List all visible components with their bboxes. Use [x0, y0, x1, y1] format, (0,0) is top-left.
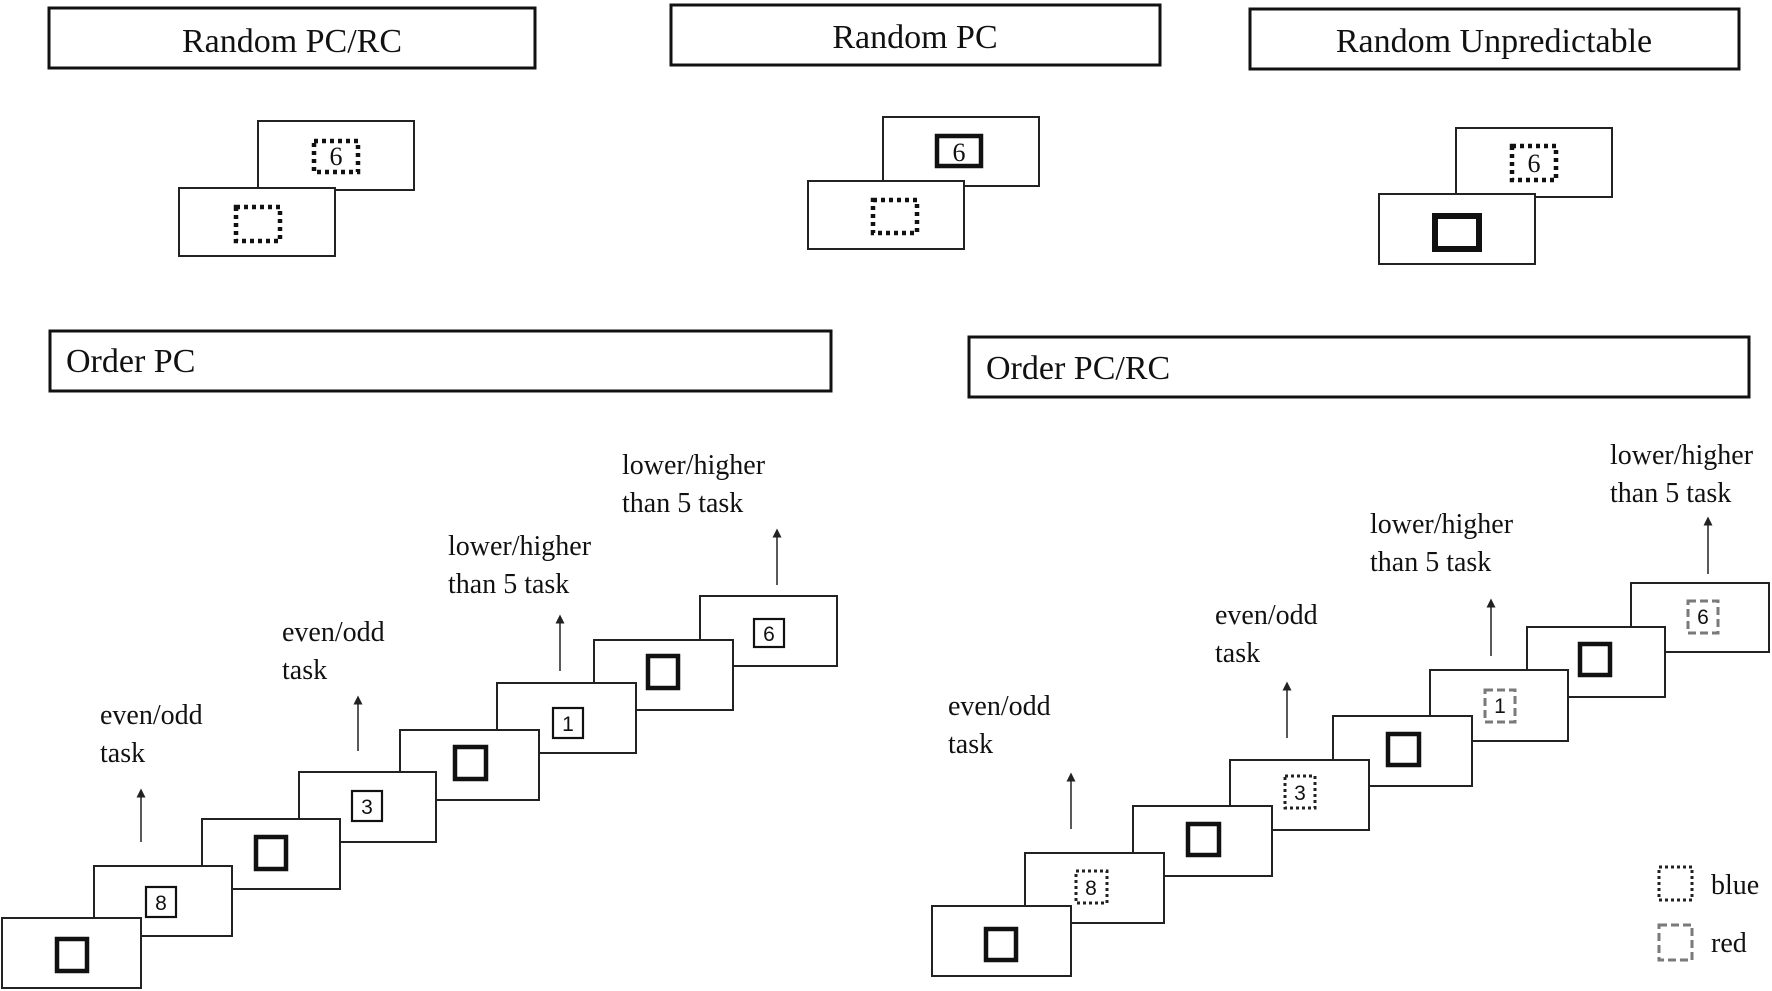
digit-8: 8	[1085, 877, 1097, 900]
order-pc-task-labels: even/odd task even/odd task lower/higher…	[100, 450, 782, 842]
header-random-pc-rc-label: Random PC/RC	[182, 23, 402, 60]
legend-red-label: red	[1711, 928, 1747, 959]
random-unpredictable-illustration: 6	[1378, 127, 1613, 265]
legend-red-swatch	[1657, 923, 1694, 962]
task-label: lower/higher	[448, 531, 592, 562]
header-order-pc-rc: Order PC/RC	[967, 335, 1751, 399]
order-pc-sequence: 6 1 3 8	[1, 595, 838, 989]
header-random-pc-rc: Random PC/RC	[47, 6, 537, 70]
screen-frame	[178, 187, 336, 257]
digit-8: 8	[155, 892, 167, 915]
digit-1: 1	[1494, 695, 1506, 718]
digit-3: 3	[1294, 782, 1306, 805]
task-label: even/odd	[948, 691, 1051, 722]
blue-dotted-frame	[1509, 143, 1559, 183]
legend: blue red	[1657, 865, 1759, 962]
digit-6: 6	[763, 623, 775, 646]
screen-frame	[807, 180, 965, 250]
task-label: task	[282, 655, 327, 686]
header-random-unpredictable-label: Random Unpredictable	[1336, 23, 1652, 60]
screen-frame	[1378, 193, 1536, 265]
random-pc-illustration: 6	[807, 116, 1040, 250]
header-order-pc-label: Order PC	[66, 343, 195, 380]
random-pc-rc-illustration: 6	[178, 120, 415, 257]
task-label: lower/higher	[1610, 440, 1754, 471]
task-label: task	[948, 729, 993, 760]
order-pc-rc-sequence: 6 1 3 8	[931, 582, 1770, 977]
task-label: even/odd	[1215, 600, 1318, 631]
task-label: even/odd	[282, 617, 385, 648]
digit-6: 6	[1528, 149, 1541, 178]
digit-6: 6	[1697, 606, 1709, 629]
task-label: than 5 task	[1370, 547, 1491, 578]
blue-dotted-frame	[311, 138, 361, 175]
digit-6: 6	[330, 142, 343, 171]
digit-1: 1	[562, 713, 574, 736]
order-pc-rc-task-labels: even/odd task even/odd task lower/higher…	[948, 440, 1754, 829]
task-label: task	[1215, 638, 1260, 669]
header-random-pc-label: Random PC	[832, 19, 997, 56]
header-random-pc: Random PC	[669, 3, 1162, 67]
digit-3: 3	[361, 796, 373, 819]
header-order-pc-rc-label: Order PC/RC	[986, 350, 1170, 387]
screen-frame	[257, 120, 415, 191]
digit-6: 6	[953, 138, 966, 167]
header-random-unpredictable: Random Unpredictable	[1248, 7, 1741, 71]
task-label: task	[100, 738, 145, 769]
legend-blue-swatch	[1657, 865, 1694, 902]
task-label: lower/higher	[622, 450, 766, 481]
solid-frame	[934, 133, 984, 169]
blue-dotted-frame	[870, 197, 920, 236]
task-label: even/odd	[100, 700, 203, 731]
task-label: than 5 task	[622, 488, 743, 519]
solid-frame	[1432, 213, 1482, 252]
blue-dotted-frame	[233, 204, 283, 244]
legend-blue-label: blue	[1711, 870, 1759, 901]
screen-frame	[1455, 127, 1613, 198]
header-order-pc: Order PC	[48, 329, 833, 393]
task-label: lower/higher	[1370, 509, 1514, 540]
task-label: than 5 task	[448, 569, 569, 600]
task-label: than 5 task	[1610, 478, 1731, 509]
